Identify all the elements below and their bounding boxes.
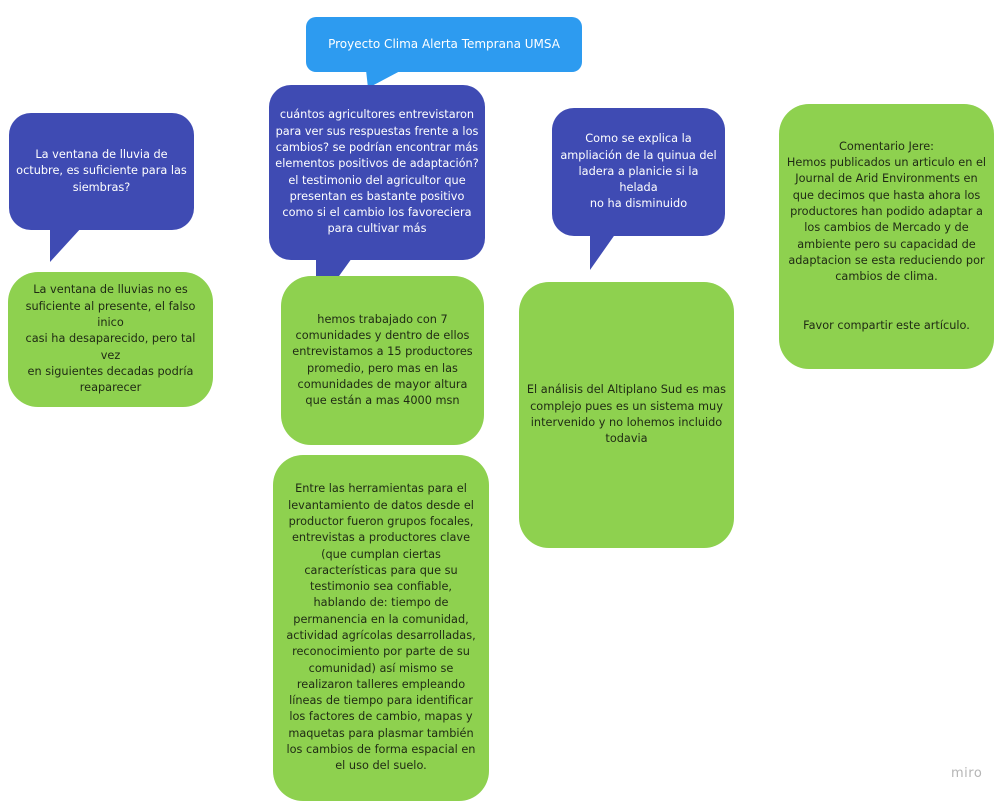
question-card-farmers-interviewed[interactable]: cuántos agricultores entrevistaron para …: [269, 85, 485, 260]
answer-card-altiplano-sud[interactable]: El análisis del Altiplano Sud es mas com…: [519, 282, 734, 548]
title-bubble-tail: [366, 70, 402, 88]
question-card-rain-window[interactable]: La ventana de lluvia de octubre, es sufi…: [9, 113, 194, 230]
question-3-tail: [590, 233, 616, 270]
miro-watermark: miro: [951, 766, 983, 781]
question-1-tail: [50, 227, 82, 262]
answer-card-communities[interactable]: hemos trabajado con 7 comunidades y dent…: [281, 276, 484, 445]
question-card-quinoa-expansion[interactable]: Como se explica la ampliación de la quin…: [552, 108, 725, 236]
answer-card-data-tools[interactable]: Entre las herramientas para el levantami…: [273, 455, 489, 801]
project-title-bubble[interactable]: Proyecto Clima Alerta Temprana UMSA: [306, 17, 582, 72]
comment-card-jere[interactable]: Comentario Jere: Hemos publicados un art…: [779, 104, 994, 369]
answer-card-rain-window[interactable]: La ventana de lluvias no es suficiente a…: [8, 272, 213, 407]
